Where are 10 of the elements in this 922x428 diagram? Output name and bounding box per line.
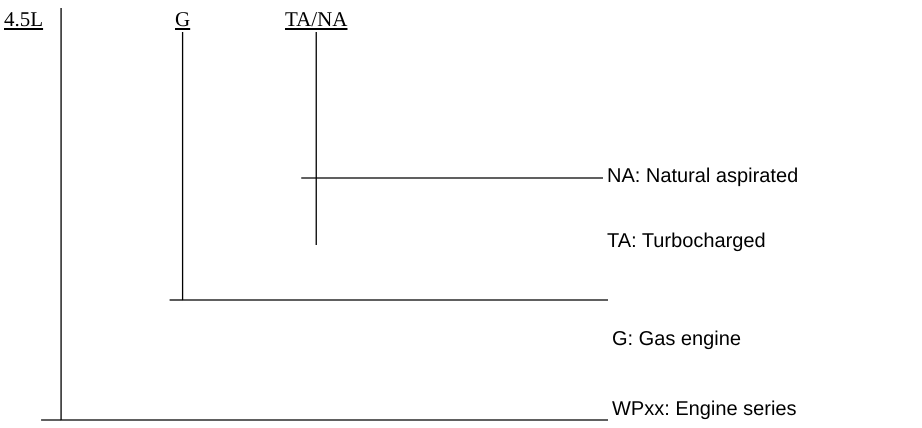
leader-line bbox=[316, 32, 603, 179]
description-label: WPxx: Engine series bbox=[612, 396, 797, 422]
leader-line bbox=[60, 8, 608, 421]
description-label: TA: Turbocharged bbox=[607, 228, 766, 254]
description-label: G: Gas engine bbox=[612, 326, 741, 352]
code-label: TA/NA bbox=[285, 6, 348, 32]
description-label: NA: Natural aspirated bbox=[607, 163, 798, 189]
code-label: G bbox=[175, 6, 190, 32]
leader-line bbox=[182, 32, 608, 301]
code-label: 4.5L bbox=[4, 6, 44, 32]
